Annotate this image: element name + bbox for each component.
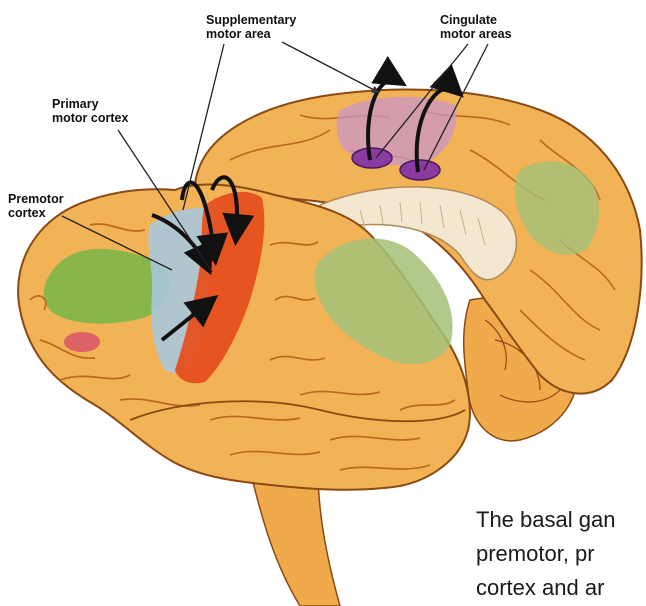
label-cingulate-motor-areas: Cingulate motor areas [440, 13, 512, 41]
frontal-spot [64, 332, 100, 352]
label-primary-motor-cortex: Primary motor cortex [52, 97, 128, 125]
brainstem [250, 470, 340, 606]
label-supplementary-motor-area: Supplementary motor area [206, 13, 296, 41]
caption-line-3: cortex and ar [476, 574, 604, 602]
cingulate-motor-area-2 [400, 160, 440, 180]
caption-line-1: The basal gan [476, 506, 615, 534]
leader-sma-medial [282, 42, 378, 92]
cingulate-motor-area-1 [352, 148, 392, 168]
label-premotor-cortex: Premotor cortex [8, 192, 64, 220]
caption-line-2: premotor, pr [476, 540, 595, 568]
